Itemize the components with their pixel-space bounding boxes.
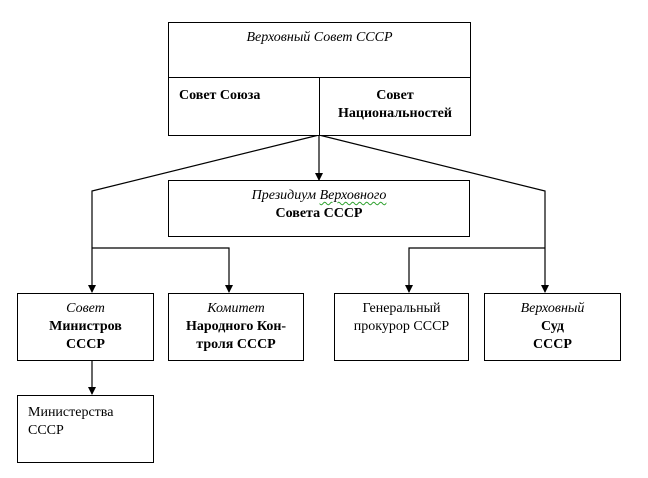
presidium-box: Президиум Верховного Совета СССР (168, 180, 470, 237)
presidium-line1a: Президиум (251, 188, 320, 203)
supreme-soviet-box: Верховный Совет СССР Совет Союза Совет Н… (168, 22, 471, 136)
connector-left-branch (88, 134, 320, 293)
prosecutor-line1: Генеральный (362, 301, 441, 316)
soviet-of-union: Совет Союза (179, 88, 261, 103)
supreme-soviet-title: Верховный Совет СССР (246, 30, 393, 45)
ministries-line2: СССР (28, 423, 64, 438)
council-of-ministers-box: Совет Министров СССР (17, 293, 154, 361)
presidium-label: Президиум Верховного Совета СССР (169, 187, 469, 223)
soviet-of-nationalities-line1: Совет (376, 88, 414, 103)
ministries-label: Министерства СССР (28, 404, 113, 440)
presidium-line2: Совета СССР (275, 206, 363, 221)
connector-to-people-control (92, 247, 233, 293)
supreme-court-line1: Верховный (520, 301, 585, 316)
chamber-divider-vertical (319, 77, 320, 135)
people-control-box: Комитет Народного Кон- троля СССР (168, 293, 304, 361)
people-control-line2: Народного Кон- (185, 319, 287, 334)
supreme-court-box: Верховный Суд СССР (484, 293, 621, 361)
supreme-court-line2: Суд (541, 319, 564, 334)
people-control-line3: троля СССР (196, 337, 276, 352)
prosecutor-line2: прокурор СССР (353, 319, 450, 334)
council-line1: Совет (66, 301, 105, 316)
council-line3: СССР (66, 337, 105, 352)
prosecutor-general-box: Генеральный прокурор СССР (334, 293, 469, 361)
presidium-line1b: Верховного (319, 188, 387, 203)
ministries-box: Министерства СССР (17, 395, 154, 463)
people-control-line1: Комитет (207, 301, 265, 316)
supreme-court-label: Верховный Суд СССР (485, 300, 620, 354)
ministries-line1: Министерства (28, 405, 114, 420)
soviet-of-nationalities-line2: Национальностей (338, 106, 452, 121)
connector-to-prosecutor (405, 247, 545, 293)
connector-right-branch (318, 134, 549, 293)
soviet-of-nationalities: Совет Национальностей (320, 87, 470, 123)
council-line2: Министров (49, 319, 122, 334)
prosecutor-general-label: Генеральный прокурор СССР (335, 300, 468, 336)
supreme-court-line3: СССР (533, 337, 572, 352)
people-control-label: Комитет Народного Кон- троля СССР (169, 300, 303, 354)
council-of-ministers-label: Совет Министров СССР (18, 300, 153, 354)
